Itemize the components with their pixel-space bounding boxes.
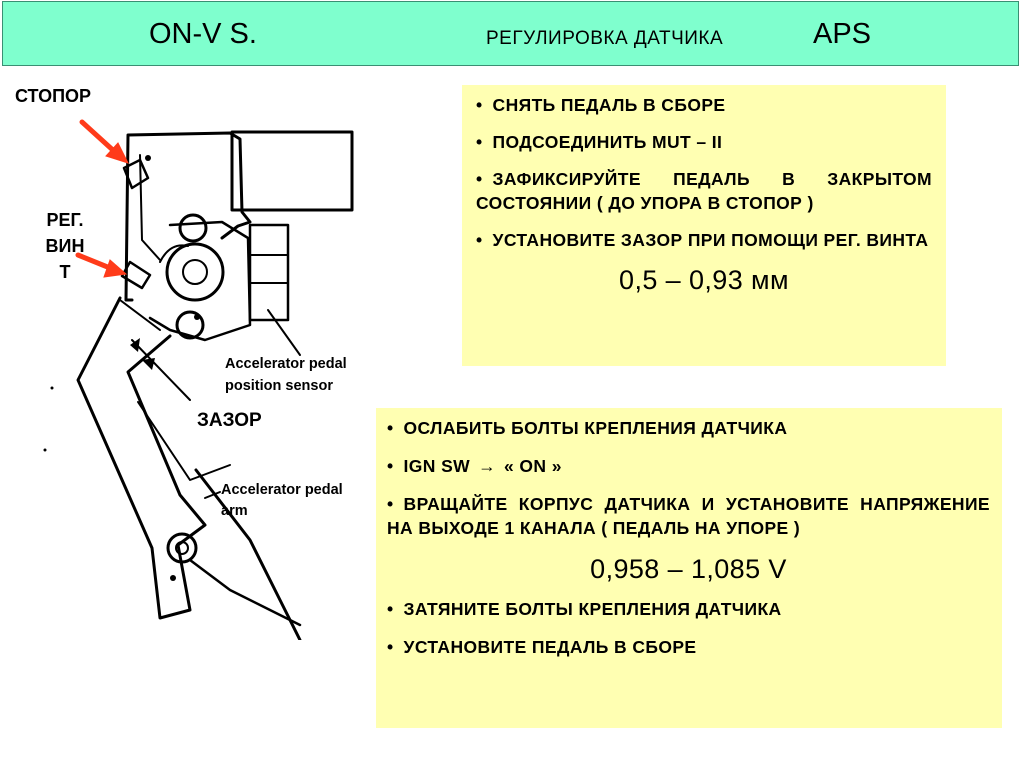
step-item: • ПОДСОЕДИНИТЬ MUT – II bbox=[476, 130, 932, 154]
bracket-inner bbox=[139, 154, 161, 261]
sensor-caption-line2: position sensor bbox=[225, 378, 333, 394]
voltage-value: 0,958 – 1,085 V bbox=[590, 554, 787, 584]
step-text: « ON » bbox=[504, 456, 562, 476]
removal-steps-box: • СНЯТЬ ПЕДАЛЬ В СБОРЕ • ПОДСОЕДИНИТЬ MUT … bbox=[462, 85, 946, 366]
stopper-arrow bbox=[79, 119, 118, 155]
title-sensor: APS bbox=[813, 18, 872, 50]
bullet: • bbox=[387, 494, 394, 514]
stopper-arrowhead bbox=[105, 142, 129, 164]
step-item: •ЗАФИКСИРУЙТЕ ПЕДАЛЬ В ЗАКРЫТОМ СОСТОЯНИ… bbox=[476, 167, 932, 215]
bullet: • bbox=[387, 637, 394, 657]
sensor-plate bbox=[148, 220, 252, 342]
gap-label: ЗАЗОР bbox=[197, 410, 262, 431]
lower-bolt bbox=[175, 310, 205, 340]
adjusting-screw bbox=[120, 260, 152, 290]
pedal-diagram: Accelerator pedal position sensor Accele… bbox=[43, 119, 354, 640]
step-text: УСТАНОВИТЕ ЗАЗОР ПРИ ПОМОЩИ РЕГ. ВИНТА bbox=[492, 230, 929, 250]
step-item: • IGN SW → « ON » bbox=[387, 454, 990, 478]
adjusting-screw-label-line2: ВИН bbox=[45, 236, 85, 256]
sensor-shaft bbox=[165, 242, 225, 302]
step-text: ВРАЩАЙТЕ КОРПУС ДАТЧИКА И УСТАНОВИТЕ НАП… bbox=[387, 494, 990, 538]
bullet: • bbox=[387, 418, 394, 438]
adjusting-screw-label-line3: Т bbox=[59, 262, 71, 282]
step-item: • ЗАТЯНИТЕ БОЛТЫ КРЕПЛЕНИЯ ДАТЧИКА bbox=[387, 597, 990, 621]
bullet: • bbox=[387, 599, 394, 619]
arrow-right-icon: → bbox=[478, 456, 497, 476]
gap-arrow-b bbox=[142, 358, 155, 370]
step-text: ОСЛАБИТЬ БОЛТЫ КРЕПЛЕНИЯ ДАТЧИКА bbox=[403, 418, 788, 438]
adjusting-screw-label: РЕГ. ВИН Т bbox=[38, 207, 92, 285]
step-text: ЗАТЯНИТЕ БОЛТЫ КРЕПЛЕНИЯ ДАТЧИКА bbox=[403, 599, 782, 619]
adjusting-screw-label-line1: РЕГ. bbox=[46, 210, 84, 230]
step-item: • ОСЛАБИТЬ БОЛТЫ КРЕПЛЕНИЯ ДАТЧИКА bbox=[387, 416, 990, 440]
bullet: • bbox=[476, 169, 483, 189]
bullet: • bbox=[476, 132, 483, 152]
bracket-outline bbox=[124, 131, 252, 302]
screw-arrowhead bbox=[103, 259, 128, 278]
gap-value: 0,5 – 0,93 мм bbox=[619, 265, 789, 295]
step-item: • СНЯТЬ ПЕДАЛЬ В СБОРЕ bbox=[476, 93, 932, 117]
arm-caption-line1: Accelerator pedal bbox=[221, 482, 343, 498]
sensor-housing bbox=[230, 130, 354, 212]
step-item: • УСТАНОВИТЕ ПЕДАЛЬ В СБОРЕ bbox=[387, 635, 990, 659]
bullet: • bbox=[387, 456, 394, 476]
step-text: СНЯТЬ ПЕДАЛЬ В СБОРЕ bbox=[492, 95, 726, 115]
step-item: •ВРАЩАЙТЕ КОРПУС ДАТЧИКА И УСТАНОВИТЕ НА… bbox=[387, 492, 990, 540]
screw-arrow bbox=[75, 252, 113, 271]
arm-caption-line2: arm bbox=[221, 503, 248, 519]
title-bar: ON-V S. РЕГУЛИРОВКА ДАТЧИКА APS bbox=[2, 1, 1019, 66]
stopper-body bbox=[122, 158, 150, 190]
pivot-bolt bbox=[166, 532, 198, 564]
upper-bolt bbox=[178, 213, 208, 243]
step-text: IGN SW bbox=[403, 456, 471, 476]
step-item: • УСТАНОВИТЕ ЗАЗОР ПРИ ПОМОЩИ РЕГ. ВИНТА bbox=[476, 228, 932, 252]
step-text: ПОДСОЕДИНИТЬ MUT – II bbox=[492, 132, 723, 152]
pedal-arm bbox=[76, 296, 207, 620]
title-topic: РЕГУЛИРОВКА ДАТЧИКА bbox=[486, 28, 724, 49]
stopper-label: СТОПОР bbox=[15, 86, 92, 106]
bullet: • bbox=[476, 95, 483, 115]
gap-arrow-a bbox=[130, 338, 140, 352]
bullet: • bbox=[476, 230, 483, 250]
step-text: ЗАФИКСИРУЙТЕ ПЕДАЛЬ В ЗАКРЫТОМ СОСТОЯНИИ… bbox=[476, 169, 932, 213]
title-model: ON-V S. bbox=[149, 18, 257, 50]
step-text: УСТАНОВИТЕ ПЕДАЛЬ В СБОРЕ bbox=[403, 637, 697, 657]
sensor-caption-line1: Accelerator pedal bbox=[225, 356, 347, 372]
sensor-connector bbox=[248, 223, 290, 322]
adjustment-steps-box: • ОСЛАБИТЬ БОЛТЫ КРЕПЛЕНИЯ ДАТЧИКА • IGN S… bbox=[376, 408, 1002, 728]
